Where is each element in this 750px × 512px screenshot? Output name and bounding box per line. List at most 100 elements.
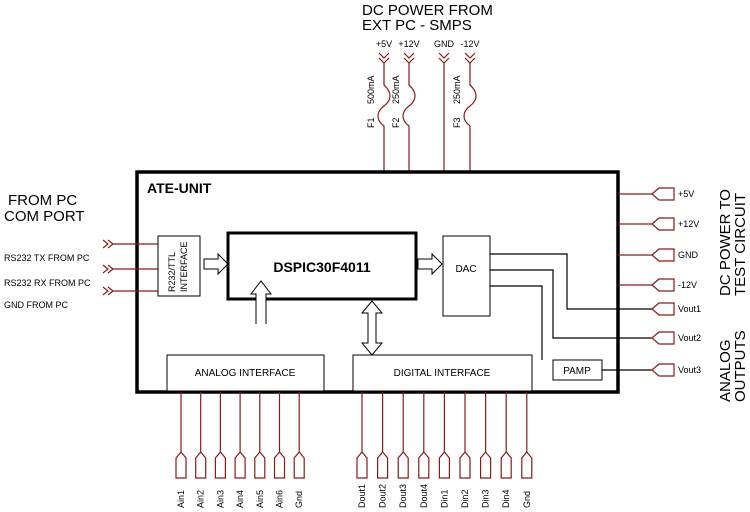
output-connector-label: Vout2 (678, 333, 701, 343)
io-connector-label: Din4 (501, 489, 511, 508)
fuse-icon (377, 63, 391, 172)
power-out-title-line2: TEST CIRCUIT (732, 193, 749, 296)
power-out-connectors: +5V +12V GND -12V (618, 187, 699, 292)
analog-interface-block (166, 354, 325, 392)
ate-unit-title: ATE-UNIT (147, 180, 212, 196)
rs232-ttl-interface-block (157, 235, 201, 297)
fuse-icon (402, 63, 416, 172)
pc-signal-label: RS232 RX FROM PC (4, 278, 91, 288)
io-connector-icon (480, 451, 492, 479)
io-connector-label: Din2 (460, 489, 470, 508)
mcu-label: DSPIC30F4011 (273, 259, 370, 275)
io-connector-icon (214, 451, 226, 479)
fuse-rating: 250mA (452, 75, 462, 104)
output-connector-label: -12V (678, 280, 697, 290)
connector-chevron-icon (378, 52, 390, 64)
pc-signal-label: RS232 TX FROM PC (4, 253, 90, 263)
io-connector-icon (293, 451, 305, 479)
pc-signal-label: GND FROM PC (4, 300, 68, 310)
top-rail-label: +12V (398, 39, 419, 49)
ate-unit-box (135, 170, 620, 394)
analog-out-title-line1: ANALOG (717, 339, 734, 402)
top-power-title-line2: EXT PC - SMPS (362, 17, 472, 34)
io-connector-icon (418, 451, 430, 479)
connector-chevron-icon (403, 52, 415, 64)
pamp-label: PAMP (563, 366, 591, 377)
io-connector-label: Dout3 (398, 484, 408, 508)
fuse-icon (463, 63, 477, 172)
io-connector-label: Din1 (439, 489, 449, 508)
output-connector-label: GND (678, 250, 699, 260)
output-connector-icon (651, 217, 675, 231)
io-connector-label: Din3 (481, 489, 491, 508)
digital-interface-block (352, 354, 533, 392)
pc-port-title-line2: COM PORT (4, 208, 85, 225)
output-connector-icon (651, 331, 675, 345)
interface-block-line1: R232/TTL (167, 252, 177, 292)
top-rail-label: +5V (376, 39, 392, 49)
wire-dac-vout2 (490, 269, 652, 339)
io-connector-label: Dout4 (419, 484, 429, 508)
io-connector-icon (234, 451, 246, 479)
output-connector-icon (651, 248, 675, 262)
connector-chevron-icon (102, 286, 114, 296)
arrow-mcu-to-dac (417, 252, 443, 276)
io-connector-label: Gnd (294, 491, 304, 508)
dac-block (442, 235, 491, 317)
arrow-mcu-digital-bidirectional (360, 300, 384, 356)
io-connector-label: Dout1 (357, 484, 367, 508)
fuse-rating: 250mA (391, 75, 401, 104)
fuse-name: F1 (366, 117, 376, 128)
io-connector-icon (500, 451, 512, 479)
wire-dac-vout1 (490, 253, 652, 310)
top-power-rails: +5V 500mA F1 +12V 250mA F2 GND -12V 250mA F3 (366, 39, 480, 172)
io-connector-icon (377, 451, 389, 479)
analog-out-title-line2: OUTPUTS (732, 330, 749, 402)
analog-interface-label: ANALOG INTERFACE (195, 368, 296, 379)
fuse-name: F3 (452, 117, 462, 128)
connector-chevron-icon (464, 52, 476, 64)
io-connector-label: Ain5 (255, 490, 265, 508)
io-connector-icon (175, 451, 187, 479)
io-connector-label: Ain4 (235, 490, 245, 508)
io-connector-label: Ain3 (215, 490, 225, 508)
output-connector-icon (651, 302, 675, 316)
io-connector-icon (438, 451, 450, 479)
io-connector-label: Gnd (522, 491, 532, 508)
output-connector-icon (651, 278, 675, 292)
dac-label: DAC (455, 264, 476, 275)
output-connector-label: Vout1 (678, 304, 701, 314)
fuse-name: F2 (391, 117, 401, 128)
output-connector-icon (651, 187, 675, 201)
connector-chevron-icon (438, 52, 450, 64)
io-connector-label: Ain6 (275, 490, 285, 508)
connector-chevron-icon (102, 239, 114, 249)
io-connector-icon (459, 451, 471, 479)
io-connector-label: Ain1 (176, 490, 186, 508)
io-connector-icon (195, 451, 207, 479)
top-rail-label: -12V (460, 39, 479, 49)
top-power-title-line1: DC POWER FROM (362, 2, 493, 19)
fuse-rating: 500mA (366, 75, 376, 104)
arrow-interface-to-mcu (203, 252, 229, 276)
power-out-title-line1: DC POWER TO (717, 189, 734, 296)
output-connector-label: +12V (678, 219, 699, 229)
io-connector-icon (254, 451, 266, 479)
connector-chevron-icon (102, 264, 114, 274)
digital-interface-label: DIGITAL INTERFACE (394, 368, 491, 379)
arrow-analog-to-mcu (249, 280, 273, 324)
io-connector-label: Dout2 (378, 484, 388, 508)
io-connector-icon (356, 451, 368, 479)
interface-block-line2: INTERFACE (179, 241, 189, 292)
digital-io-connectors: Dout1 Dout2 Dout3 Dout4 Din1 Din2 Din3 Din4 Gnd (356, 392, 533, 508)
pc-port-signals: RS232 TX FROM PC RS232 RX FROM PC GND FROM… (4, 239, 158, 310)
io-connector-icon (397, 451, 409, 479)
pc-port-title-line1: FROM PC (8, 192, 77, 209)
output-connector-icon (651, 363, 675, 377)
top-rail-label: GND (434, 39, 455, 49)
output-connector-label: +5V (678, 189, 694, 199)
io-connector-icon (521, 451, 533, 479)
